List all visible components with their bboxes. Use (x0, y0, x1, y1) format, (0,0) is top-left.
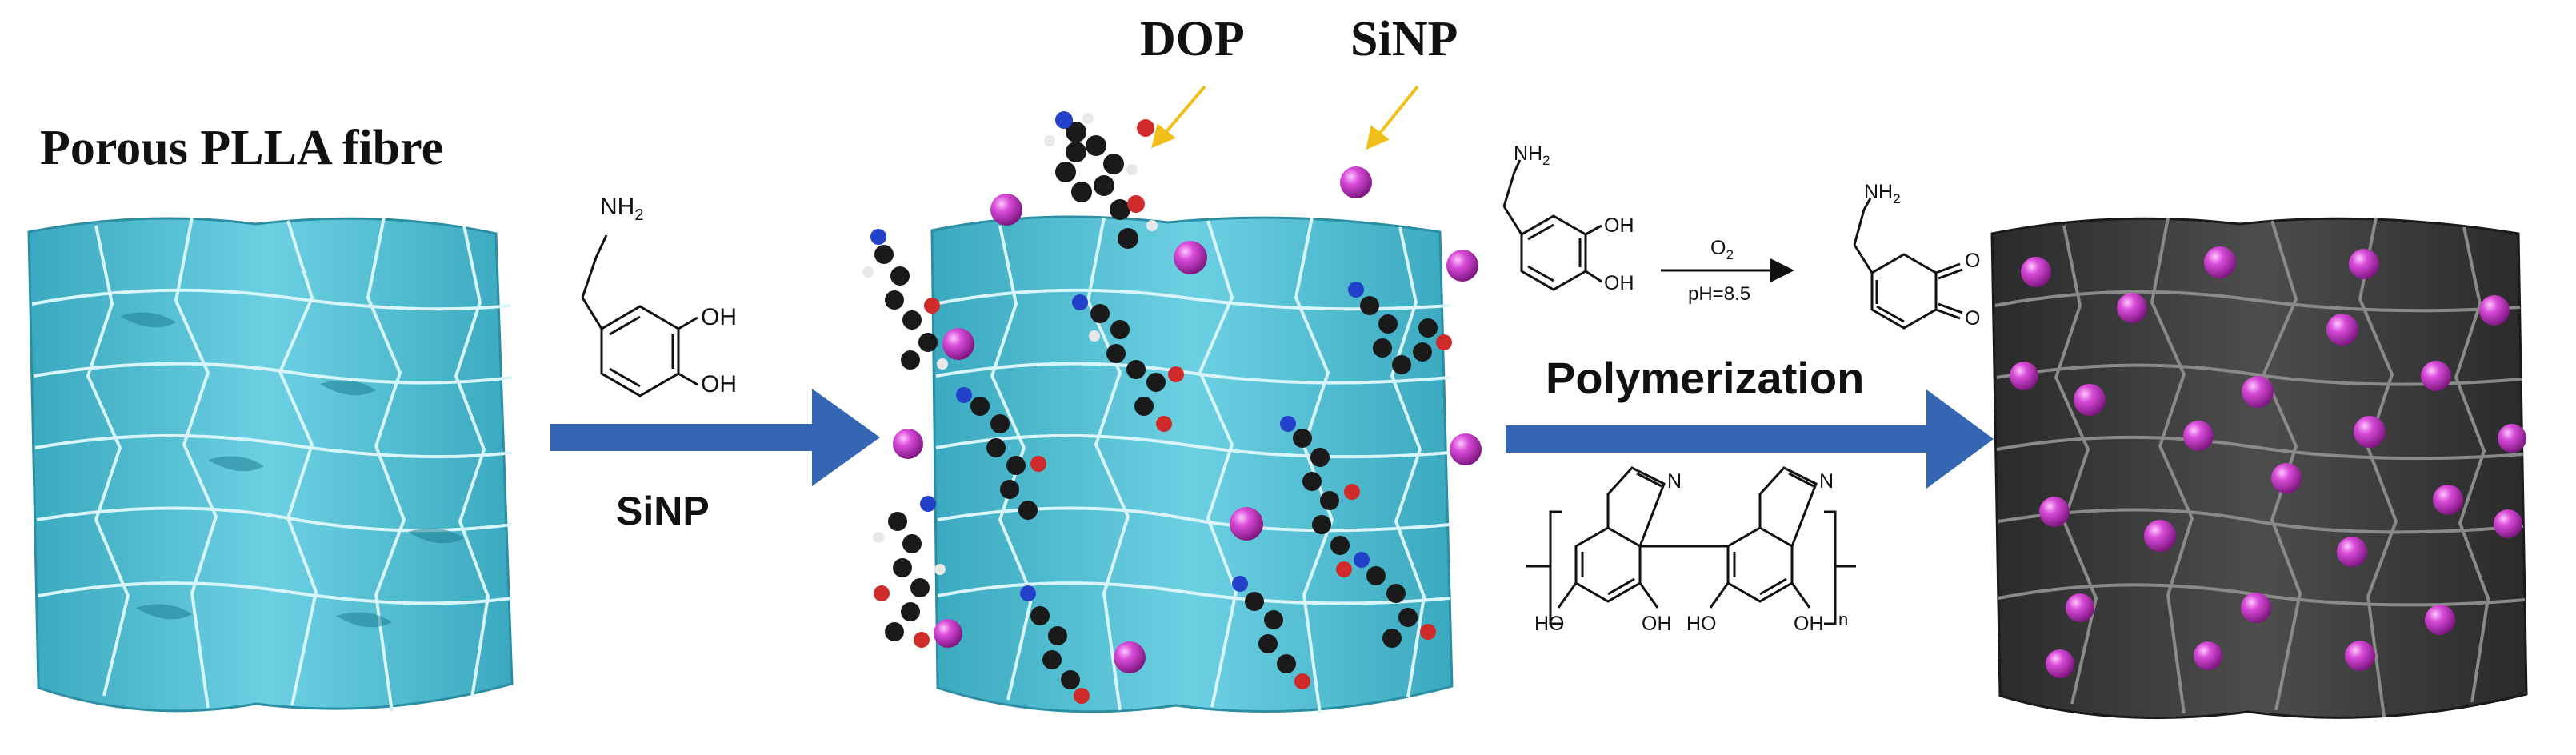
dop-label: DOP (1140, 12, 1245, 66)
oh-label: OH (1642, 613, 1672, 635)
o-label: O (1965, 307, 1981, 330)
dop-molecule (1354, 552, 1436, 648)
porous-fibre-pristine (27, 217, 514, 713)
sinp-arrow-label: SiNP (616, 489, 710, 533)
dop-molecule (1020, 585, 1090, 704)
ho-label: HO (1686, 613, 1717, 635)
oh-label: OH (1794, 613, 1824, 635)
sinp-label-arrow (1366, 85, 1419, 150)
nh2-label: NH2 (1514, 142, 1550, 168)
dopamine-structure-2 (1502, 159, 1602, 291)
fibre-title: Porous PLLA fibre (40, 121, 444, 175)
sinp-top-label: SiNP (1350, 12, 1458, 66)
dop-molecule (1232, 576, 1310, 689)
sinp-particles-stage3 (2010, 246, 2526, 678)
o-label: O (1965, 250, 1981, 272)
dop-molecule (956, 387, 1046, 520)
process-arrow-1 (550, 389, 880, 486)
nh2-label: NH2 (1864, 181, 1901, 206)
n-label: N (1667, 470, 1682, 493)
dop-label-arrow (1151, 85, 1206, 149)
oh-label: OH (1604, 214, 1634, 237)
dop-molecule (1072, 294, 1184, 432)
polymerization-label: Polymerization (1546, 353, 1865, 403)
oh-label: OH (701, 371, 737, 397)
polydopamine-structure (1526, 466, 1856, 625)
pore-shadows (120, 312, 464, 628)
dop-molecule (873, 496, 946, 648)
n-subscript: n (1838, 609, 1849, 629)
oh-label: OH (1604, 272, 1634, 294)
dop-molecule (1348, 282, 1452, 374)
pore-network (31, 217, 513, 713)
porous-fibre-coated (1990, 217, 2528, 720)
nh2-label: NH2 (600, 194, 644, 224)
dop-molecule (862, 229, 948, 370)
dopamine-quinone-structure (1853, 198, 1963, 330)
ph-label: pH=8.5 (1688, 283, 1751, 305)
ho-label: HO (1534, 613, 1565, 635)
oh-label: OH (701, 304, 737, 330)
dop-molecule (1044, 111, 1158, 249)
o2-label: O2 (1710, 237, 1734, 262)
process-arrow-2 (1506, 389, 1994, 489)
dop-molecules (862, 111, 1452, 704)
n-label: N (1819, 470, 1834, 493)
sinp-particles-stage2 (893, 166, 1482, 673)
porous-fibre-dop-sinp (862, 111, 1482, 714)
pore-network-3 (1994, 217, 2526, 717)
dop-molecule (1280, 416, 1360, 577)
dopamine-structure-1 (581, 234, 698, 397)
